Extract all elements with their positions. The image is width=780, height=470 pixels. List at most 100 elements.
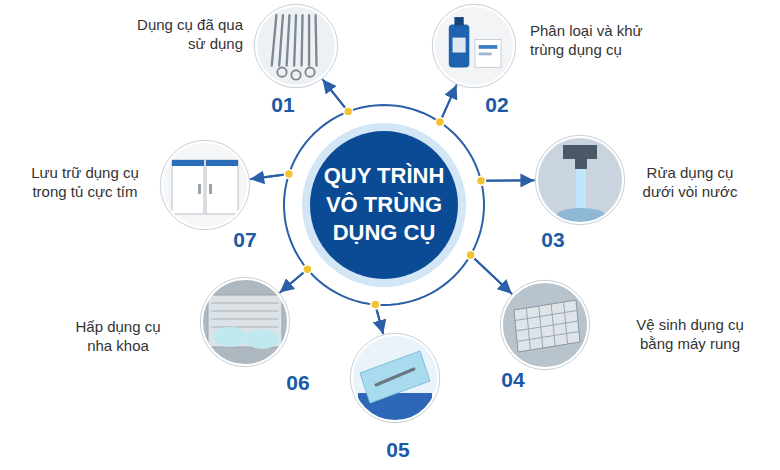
icon-part xyxy=(294,15,296,65)
icon-part xyxy=(515,311,577,321)
icon-part xyxy=(475,39,501,67)
icon-part xyxy=(308,15,310,65)
ring-dots xyxy=(284,107,485,309)
icon-group xyxy=(350,333,440,423)
icon-part xyxy=(172,160,204,166)
title-circle: QUY TRÌNH VÔ TRÙNG DỤNG CỤ xyxy=(302,123,466,287)
icon-group xyxy=(160,140,250,230)
node-outline xyxy=(350,333,440,423)
outer-ring xyxy=(302,123,466,287)
step-circle: Vệ sinh dụng cụ bằng máy rung04 xyxy=(500,280,590,370)
step-label: Phân loại và khử trùng dụng cụ xyxy=(530,22,665,60)
icon-part xyxy=(350,333,440,423)
icon-group xyxy=(200,277,290,367)
icon-part xyxy=(212,326,278,328)
center-title: QUY TRÌNH VÔ TRÙNG DỤNG CỤ xyxy=(319,162,449,248)
ring-dot xyxy=(344,107,353,116)
photo-border xyxy=(162,142,249,229)
icon-part xyxy=(516,321,578,331)
step-label: Hấp dụng cụ nha khoa xyxy=(68,318,168,356)
icon-part xyxy=(213,327,247,347)
icon-part xyxy=(454,17,463,25)
photo-illustration xyxy=(432,4,516,88)
photo-illustration xyxy=(350,333,440,423)
photo-border xyxy=(434,6,515,87)
icon-group xyxy=(500,280,590,370)
step-label: Dụng cụ đã qua sử dụng xyxy=(133,16,243,54)
icon-part xyxy=(272,15,277,65)
photo-shadow xyxy=(200,277,289,366)
edge-group xyxy=(250,79,535,335)
icon-part xyxy=(198,184,201,194)
icon-part xyxy=(209,184,212,194)
photo-shadow xyxy=(500,280,589,369)
photo-shadow xyxy=(160,140,249,229)
photo-illustration xyxy=(160,140,250,230)
step-circle: 05 xyxy=(350,333,440,423)
center-disc xyxy=(310,131,458,279)
ring-dot xyxy=(435,118,444,127)
ring-dot xyxy=(371,300,380,309)
photo-shadow xyxy=(432,4,515,87)
photo-border xyxy=(202,279,289,366)
icon-part xyxy=(300,15,303,65)
ring-dot xyxy=(477,176,486,185)
step-number: 02 xyxy=(475,92,519,118)
node-outline xyxy=(432,4,516,88)
node-outline xyxy=(500,280,590,370)
icon-group xyxy=(254,4,338,88)
node-outline xyxy=(200,277,290,367)
photo-border xyxy=(352,335,439,422)
icon-part xyxy=(206,160,238,166)
icon-part xyxy=(376,369,414,385)
step-circle: Phân loại và khử trùng dụng cụ02 xyxy=(432,4,516,88)
ring-dot xyxy=(466,251,475,260)
icon-part xyxy=(200,277,290,367)
icon-part xyxy=(206,160,238,214)
icon-part xyxy=(535,135,625,225)
photo-shadow xyxy=(350,333,439,422)
icon-part xyxy=(500,280,590,370)
node-outline xyxy=(160,140,250,230)
cycle-arrow xyxy=(471,180,535,292)
step-number: 07 xyxy=(223,227,267,253)
photo-illustration xyxy=(200,277,290,367)
icon-part xyxy=(453,38,466,53)
icon-part xyxy=(254,4,338,88)
icon-part xyxy=(514,300,580,352)
step-number: 06 xyxy=(276,370,320,396)
icon-part xyxy=(245,329,279,349)
step-number: 03 xyxy=(531,227,575,253)
photo-border xyxy=(256,6,337,87)
icon-part xyxy=(279,15,283,65)
ring-dot xyxy=(284,170,293,179)
node-outline xyxy=(254,4,338,88)
icon-part xyxy=(314,15,317,65)
photo-border xyxy=(502,282,589,369)
photo-illustration xyxy=(535,135,625,225)
photo-shadow xyxy=(535,135,624,224)
icon-part xyxy=(305,67,314,76)
cycle-arrow xyxy=(252,174,308,293)
photo-illustration xyxy=(254,4,338,88)
icon-group xyxy=(432,4,516,88)
icon-part xyxy=(449,25,470,68)
icon-part xyxy=(517,332,579,342)
ring-dot xyxy=(303,265,312,274)
cycle-arrow xyxy=(322,79,456,122)
icon-part xyxy=(212,318,278,320)
step-circle: Dụng cụ đã qua sử dụng01 xyxy=(254,4,338,88)
step-circle: Rửa dụng cụ dưới vòi nước03 xyxy=(535,135,625,225)
icon-part xyxy=(287,15,290,65)
photo-border xyxy=(537,137,624,224)
icon-part xyxy=(563,145,597,169)
step-circle: Lưu trữ dụng cụ trong tủ cực tím07 xyxy=(160,140,250,230)
icon-group xyxy=(535,135,625,225)
step-label: Lưu trữ dụng cụ trong tủ cực tím xyxy=(23,164,148,202)
icon-part xyxy=(160,140,250,230)
photo-shadow xyxy=(254,4,337,87)
icon-part xyxy=(360,351,430,403)
icon-part xyxy=(291,70,300,79)
